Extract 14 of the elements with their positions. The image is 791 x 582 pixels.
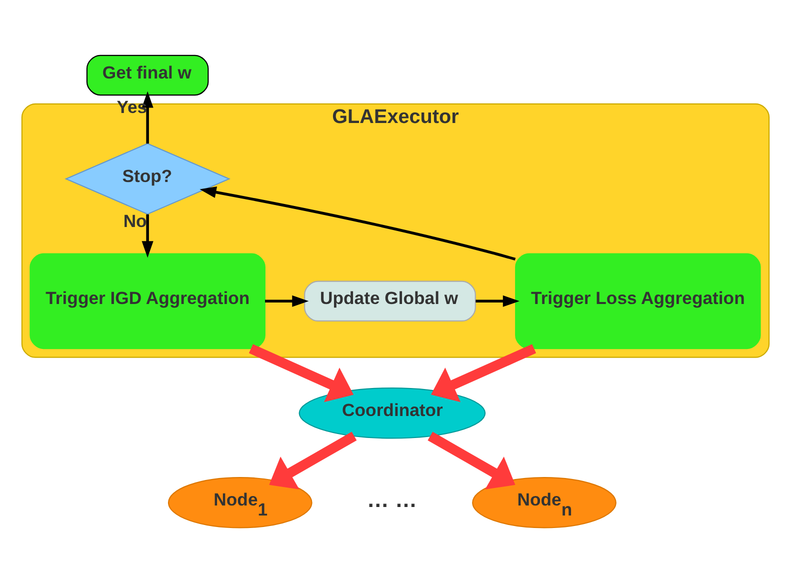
arrow	[476, 294, 520, 306]
node-box: Update Global w	[304, 280, 476, 322]
label: … …	[366, 486, 418, 512]
node-ellipse: Coordinator	[298, 387, 486, 438]
arrow	[428, 431, 516, 489]
arrow	[142, 214, 154, 258]
arrow	[265, 294, 309, 306]
arrow	[142, 90, 154, 144]
node-box: Trigger Loss Aggregation	[515, 252, 761, 349]
arrow	[269, 431, 357, 489]
node-box: Trigger IGD Aggregation	[30, 252, 266, 349]
node-diamond: Stop?	[64, 142, 230, 214]
node-box: Get final w	[86, 54, 209, 96]
arrow	[200, 186, 516, 260]
